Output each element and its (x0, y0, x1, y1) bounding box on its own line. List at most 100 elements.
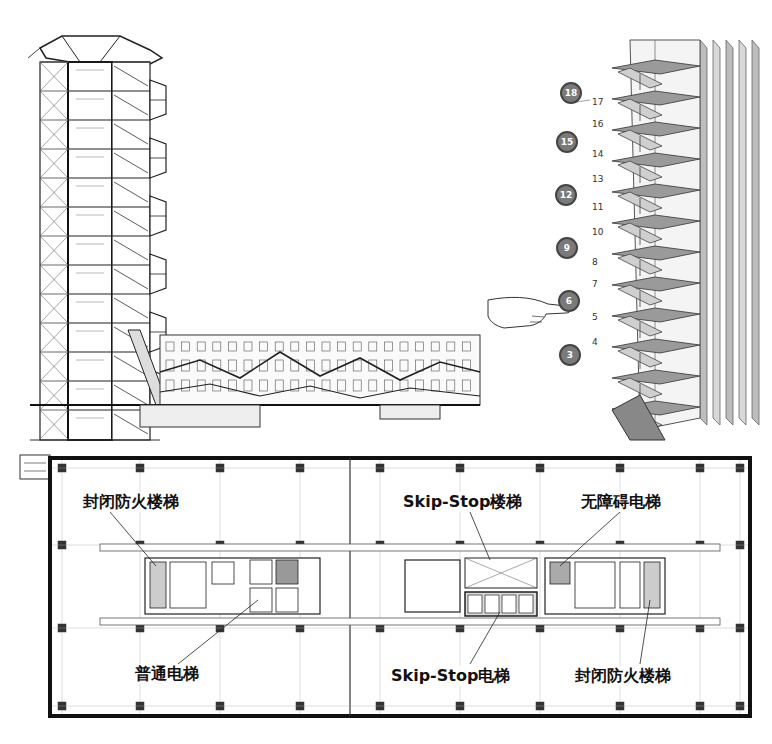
truss-chord (40, 62, 68, 63)
core (545, 558, 665, 614)
elevator (250, 588, 272, 612)
window (400, 342, 408, 351)
stair-flight (114, 211, 148, 231)
truss-brace (40, 178, 68, 207)
truss-chord (40, 178, 68, 179)
core-line (76, 244, 104, 245)
elevator-car (502, 595, 516, 613)
window (416, 342, 424, 351)
floor-circle: 6 (558, 290, 580, 312)
window (228, 342, 236, 351)
facade-fin (752, 40, 759, 425)
plan-label: 封闭防火楼梯 (80, 492, 182, 512)
truss-brace (40, 236, 68, 265)
floor-slab (68, 380, 150, 381)
floor-slab (68, 177, 150, 178)
toilet (170, 562, 206, 608)
core-line (76, 331, 104, 332)
truss-brace (40, 120, 68, 149)
roof-structure (40, 36, 162, 64)
window (275, 342, 283, 351)
truss-brace (40, 294, 68, 323)
floor-circle: 18 (560, 82, 582, 104)
floor-number: 5 (592, 312, 598, 322)
toilet (575, 562, 615, 608)
roof-edge (28, 48, 40, 58)
floor-slab (68, 322, 150, 323)
stair-bay (150, 196, 166, 236)
stair-post (640, 322, 641, 338)
stair-post (640, 167, 641, 183)
floor-slab (68, 293, 150, 294)
floor-slab (68, 61, 150, 62)
floor-number: 17 (592, 97, 603, 107)
truss-brace (40, 265, 68, 294)
truss-brace (40, 91, 68, 120)
accessible-elevator (550, 562, 570, 584)
stair-post (640, 136, 641, 152)
stair-post (640, 105, 641, 121)
window (462, 342, 470, 351)
truss-chord (40, 294, 68, 295)
truss-chord (40, 149, 68, 150)
stair-flight (114, 182, 148, 202)
basement (140, 405, 260, 427)
landing (150, 274, 166, 275)
truss-facade (40, 62, 68, 440)
grid-line (52, 628, 748, 629)
truss-brace (40, 265, 68, 294)
stair-post (640, 260, 641, 276)
foundation (30, 440, 160, 441)
elevator-car (468, 595, 482, 613)
window (182, 380, 190, 391)
stair-base (612, 395, 665, 440)
floor-number: 8 (592, 257, 598, 267)
skip-stop-elevator (465, 592, 537, 616)
plan-label: Skip-Stop楼梯 (400, 492, 525, 512)
truss-brace (40, 236, 68, 265)
drawing-line (24, 471, 46, 472)
window (338, 342, 346, 351)
core-line (76, 215, 104, 216)
plan-label: Skip-Stop电梯 (388, 666, 513, 686)
floor-slab (68, 90, 150, 91)
truss-brace (40, 323, 68, 352)
elevator-car (485, 595, 499, 613)
floor-circle: 15 (556, 131, 578, 153)
truss-brace (40, 62, 68, 91)
window (306, 342, 314, 351)
window (244, 342, 252, 351)
floor-slab (68, 148, 150, 149)
facade-fin (700, 40, 707, 425)
truss-chord (40, 323, 68, 324)
plan-label: 封闭防火楼梯 (572, 666, 674, 686)
toilet (620, 562, 640, 608)
truss-brace (40, 323, 68, 352)
facade-fin (739, 40, 746, 425)
window (384, 360, 392, 371)
truss-brace (40, 178, 68, 207)
window (447, 342, 455, 351)
stair-post (640, 74, 641, 90)
window (384, 380, 392, 391)
circle-number: 3 (567, 351, 573, 360)
truss-brace (40, 352, 68, 381)
truss-brace (40, 207, 68, 236)
fire-stair (644, 562, 660, 608)
leader-line (110, 512, 156, 566)
stair-post (640, 291, 641, 307)
truss-chord (40, 352, 68, 353)
grid-line (740, 460, 741, 714)
drawing-line (465, 558, 537, 588)
core-line (76, 157, 104, 158)
floor-number: 11 (592, 202, 603, 212)
circle-number: 15 (561, 138, 574, 147)
window (275, 380, 283, 391)
tower-core (68, 62, 112, 440)
leader-line (640, 600, 650, 664)
landing (150, 100, 166, 101)
window (462, 380, 470, 391)
plan-outline (50, 458, 750, 716)
core (145, 558, 320, 614)
grid-line (52, 706, 748, 707)
